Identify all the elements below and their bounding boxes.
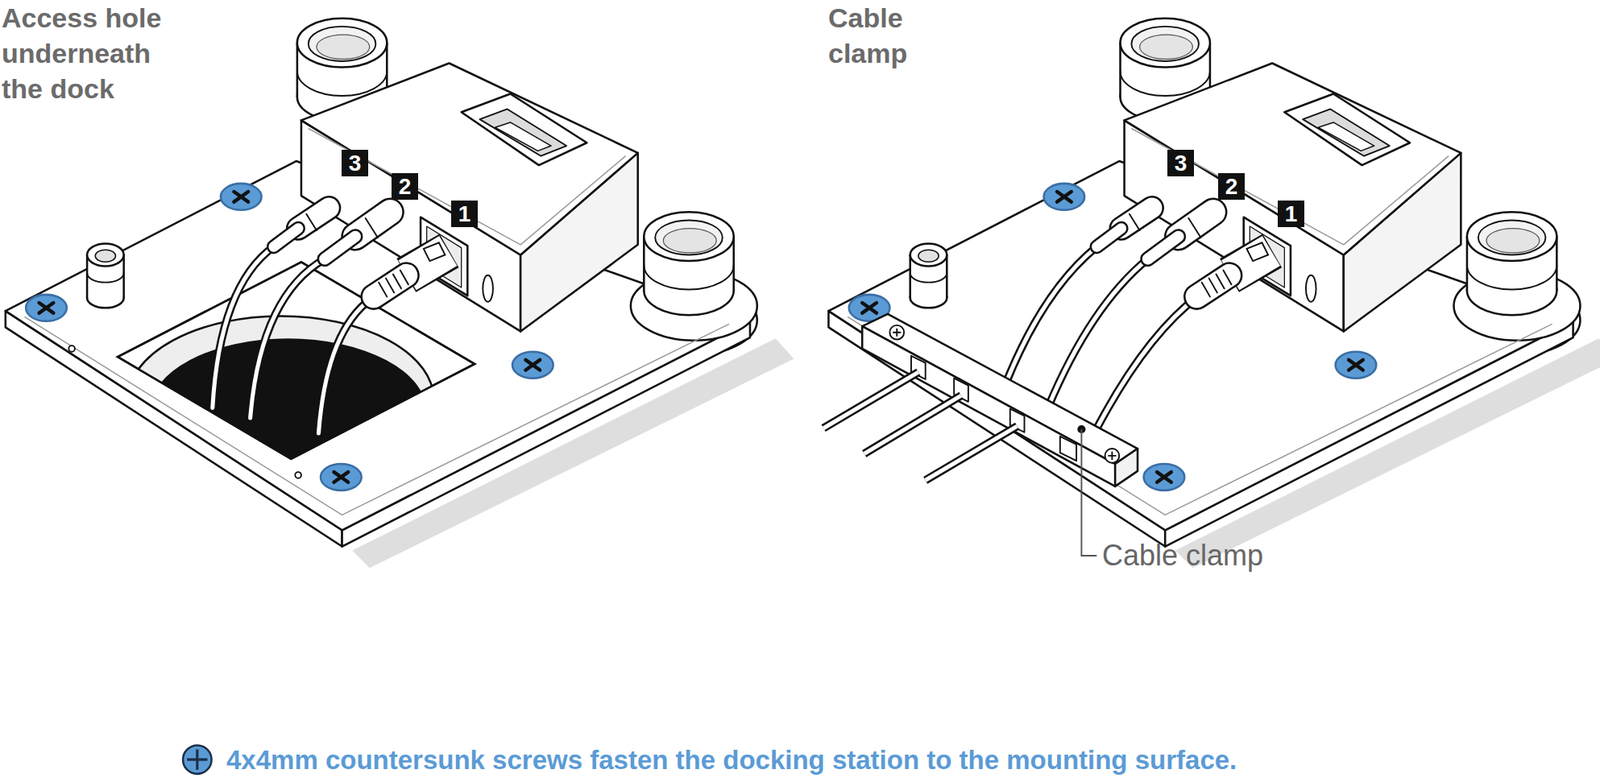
legend-text: 4x4mm countersunk screws fasten the dock…	[226, 744, 1237, 777]
callout-number: 1	[1277, 200, 1305, 228]
cables-exit	[823, 372, 1018, 481]
screw-legend-symbol	[182, 745, 212, 774]
docking-station	[1124, 62, 1462, 332]
callout-number: 1	[451, 200, 478, 228]
panel-heading: Access hole underneath the dock	[1, 0, 183, 107]
cables	[212, 246, 377, 434]
mounting-plate	[5, 18, 795, 568]
leader-line	[1077, 425, 1097, 556]
callout-number: 2	[1218, 173, 1245, 200]
panel-cable-clamp	[823, 18, 1600, 568]
panel-heading: Cable clamp	[828, 0, 933, 71]
callout-number: 2	[391, 173, 419, 200]
cable-clamp	[862, 314, 1138, 487]
docking-station	[301, 62, 639, 332]
cable-plugs	[1096, 207, 1273, 297]
access-hole	[128, 315, 435, 485]
mounting-plate	[828, 18, 1600, 568]
callout-number: 3	[341, 149, 369, 177]
part-label: Cable clamp	[1102, 538, 1264, 573]
cable-plugs	[273, 207, 450, 297]
callout-number: 3	[1167, 149, 1194, 177]
panel-access-hole	[5, 18, 795, 568]
